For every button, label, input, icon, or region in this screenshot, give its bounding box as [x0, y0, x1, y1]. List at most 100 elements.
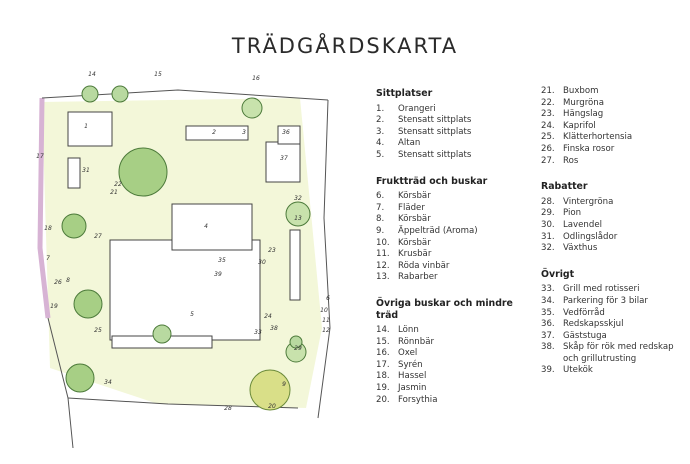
legend-item-number: 3.: [376, 126, 385, 137]
legend-item-label: Buxbom: [563, 86, 599, 96]
legend-item-label: Röda vinbär: [398, 260, 450, 271]
map-label-5: 5: [190, 311, 194, 318]
legend-heading: Rabatter: [541, 181, 588, 193]
map-label-3: 3: [242, 129, 246, 136]
legend-item: 39. Utekök: [541, 365, 690, 377]
legend-item-label: Kaprifol: [563, 120, 596, 131]
legend-item: 37.Gäststuga: [541, 331, 690, 343]
tool-shed: [277, 125, 301, 145]
map-label-36: 36: [282, 129, 290, 136]
map-label-2: 2: [212, 129, 216, 136]
legend-item-number: 29.: [541, 208, 555, 219]
legend-item: 7.Fläder: [376, 203, 536, 215]
legend-item: 4.Altan: [376, 138, 536, 150]
raised-beds: [289, 229, 301, 301]
map-label-31: 31: [82, 167, 90, 174]
boundary-line-right: [317, 99, 331, 419]
legend-item-label: Grill med rotisseri: [563, 284, 640, 295]
legend-item-number: 11.: [376, 249, 390, 260]
map-label-19: 19: [50, 303, 58, 310]
tree-birch-topleft: [81, 85, 99, 103]
legend-item: 20.Forsythia: [376, 395, 536, 407]
legend-item-number: 34.: [541, 295, 555, 306]
legend-item-number: 8.: [376, 214, 385, 225]
legend-item-number: 32.: [541, 243, 555, 254]
legend-item-label: Rönnbär: [398, 336, 434, 347]
guest-cottage: [265, 141, 301, 183]
map-label-23: 23: [268, 247, 276, 254]
legend-item-number: 6.: [376, 191, 385, 202]
legend-item-number: 39.: [541, 365, 555, 376]
legend-item: 10.Körsbär: [376, 238, 536, 250]
legend-item-number: 30.: [541, 219, 555, 230]
legend-item-label: Rabarber: [398, 272, 438, 283]
legend-item: 17.Syrén: [376, 360, 536, 372]
driveway-line: [47, 317, 74, 448]
orangery-building: [67, 111, 113, 147]
page-title: TRÄDGÅRDSKARTA: [231, 34, 459, 58]
legend-item-label: Krusbär: [398, 249, 432, 260]
legend-item-number: 9.: [376, 225, 385, 236]
legend-item-label: Utekök: [563, 365, 593, 376]
legend-item-number: 33.: [541, 284, 555, 295]
legend-item: 32.Växthus: [541, 243, 690, 255]
legend-item-number: 23.: [541, 109, 555, 120]
legend-item-number: 25.: [541, 132, 555, 143]
tree-bottom-mid: [152, 324, 172, 344]
legend-item-label: Stensatt sittplats: [398, 149, 472, 160]
legend-item-number: 4.: [376, 138, 385, 149]
legend-item-number: 10.: [376, 237, 390, 248]
legend-item-label: Klätterhortensia: [563, 132, 633, 143]
legend-item: 26.Finska rosor: [541, 144, 690, 156]
map-label-14: 14: [88, 71, 96, 78]
legend-item-label: Forsythia: [398, 394, 438, 405]
map-label-10: 10: [320, 307, 328, 314]
legend-item-label: Orangeri: [398, 103, 436, 114]
legend-item-label: Hassel: [398, 371, 427, 382]
legend-item: 29.Pion: [541, 208, 690, 220]
legend-item-label: Oxel: [398, 348, 418, 359]
legend-item-label: Parkering för 3 bilar: [563, 295, 648, 306]
legend-item-label: Redskapsskjul: [563, 319, 624, 330]
legend-item-number: 18.: [376, 371, 390, 382]
legend-heading: Övriga buskar och mindre träd: [376, 297, 513, 321]
map-label-32: 32: [294, 195, 302, 202]
legend-item: 24. Kaprifol: [541, 121, 690, 133]
legend-item: 36.Redskapsskjul: [541, 319, 690, 331]
legend-item-number: 15.: [376, 336, 390, 347]
legend-item-label: Vintergröna: [563, 196, 614, 207]
legend-heading: Övrigt: [541, 268, 575, 280]
tree-left: [61, 213, 87, 239]
legend-item: 11. Krusbär: [376, 249, 536, 261]
legend-item: 13. Rabarber: [376, 272, 536, 284]
map-label-24: 24: [264, 313, 272, 320]
legend-item-number: 7.: [376, 202, 385, 213]
legend-item: 33. Grill med rotisseri: [541, 284, 690, 296]
legend-item: 9. Äppelträd (Aroma): [376, 226, 536, 238]
legend-heading: Fruktträd och buskar: [376, 175, 488, 187]
legend-item-number: 16.: [376, 348, 390, 359]
map-label-7: 7: [46, 255, 50, 262]
legend-item-number: 19.: [376, 383, 390, 394]
legend-item-number: 28.: [541, 196, 555, 207]
legend-item-number: 12.: [376, 260, 390, 271]
legend-item: 15. Rönnbär: [376, 337, 536, 349]
legend-item: 12. Röda vinbär: [376, 261, 536, 273]
deck-area: [171, 203, 253, 251]
map-label-33: 33: [254, 329, 262, 336]
legend-item-number: 13.: [376, 272, 390, 283]
legend-item-label: Äppelträd (Aroma): [398, 225, 478, 236]
legend-item: 25. Klätterhortensia: [541, 132, 690, 144]
legend-item: 18. Hassel: [376, 371, 536, 383]
legend-item: 31.Odlingslådor: [541, 232, 690, 244]
legend-item: 1.Orangeri: [376, 104, 536, 116]
map-label-16: 16: [252, 75, 260, 82]
legend-item-number: 24.: [541, 120, 555, 131]
legend-item: 27.Ros: [541, 156, 690, 168]
